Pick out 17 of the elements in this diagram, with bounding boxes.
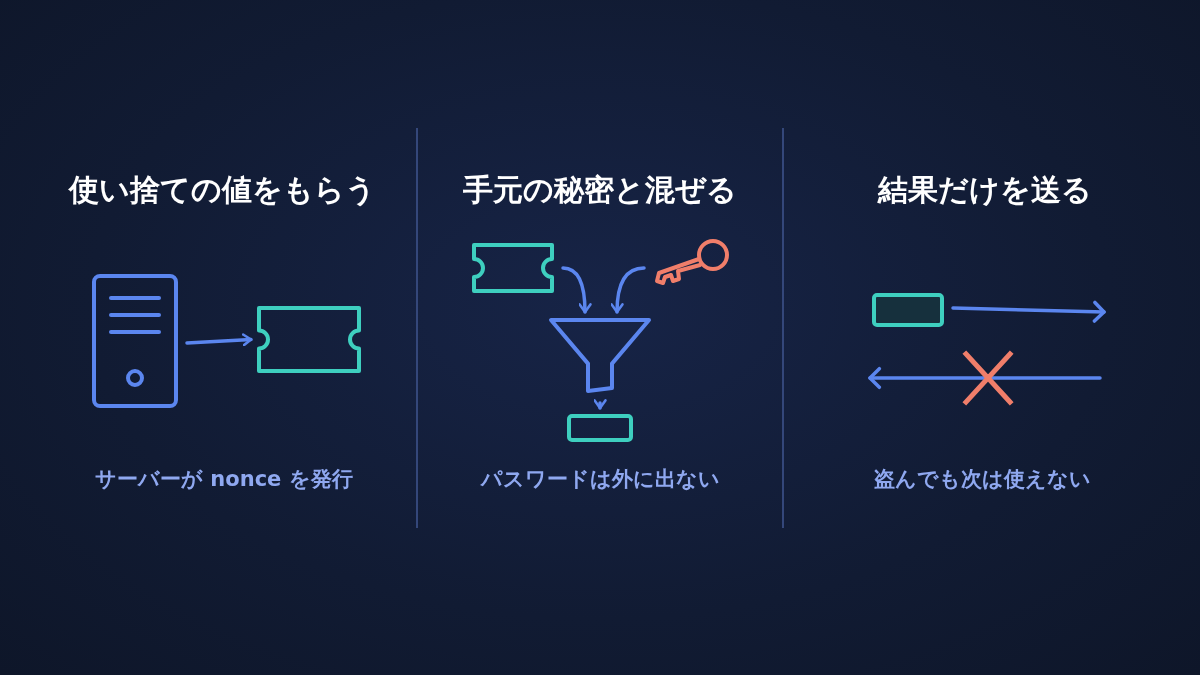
ticket-icon	[257, 306, 361, 373]
result-box	[567, 414, 633, 442]
arrow	[593, 399, 607, 410]
arrow	[185, 333, 253, 347]
panel-heading: 手元の秘密と混ぜる	[463, 171, 737, 209]
panel-heading: 結果だけを送る	[878, 171, 1092, 209]
ticket-icon	[472, 243, 554, 293]
arrow	[610, 266, 646, 314]
arrow	[561, 266, 592, 314]
panel-caption: サーバーが nonce を発行	[95, 466, 353, 493]
funnel-icon	[549, 318, 651, 394]
server-icon	[92, 274, 178, 408]
panel-caption: 盗んでも次は使えない	[873, 466, 1091, 493]
result-box	[872, 293, 944, 327]
panel-heading: 使い捨ての値をもらう	[68, 171, 376, 209]
panel-caption: パスワードは外に出ない	[480, 466, 720, 493]
arrow	[951, 300, 1106, 323]
